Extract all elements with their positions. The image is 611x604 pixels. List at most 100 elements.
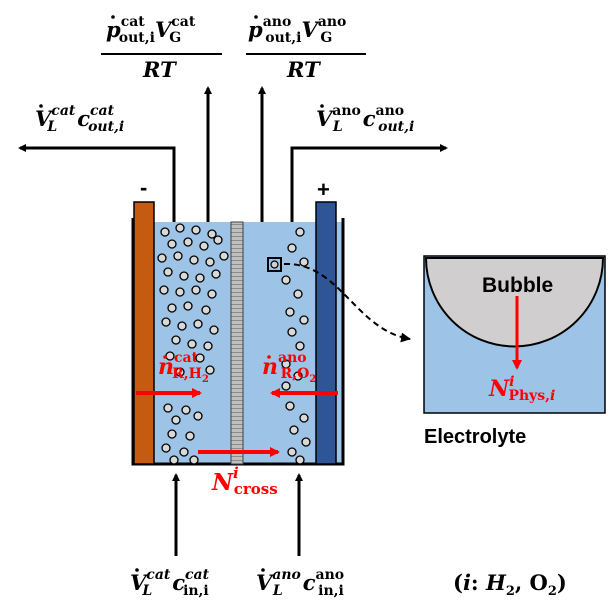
- gas-bubble: [219, 251, 229, 261]
- gas-bubble: [295, 227, 305, 237]
- gas-bubble: [189, 255, 199, 265]
- svg-text:(i: H2, O2): (i: H2, O2): [453, 570, 567, 599]
- gas-bubble: [185, 431, 195, 441]
- gas-bubble: [167, 239, 177, 249]
- gas-bubble: [179, 447, 189, 457]
- gas-bubble: [293, 371, 303, 381]
- gas-bubble: [285, 401, 295, 411]
- gas-bubble: [171, 335, 181, 345]
- gas-bubble: [205, 257, 215, 267]
- cathode-electrode: [133, 201, 155, 465]
- gas-bubble: [163, 267, 173, 277]
- gas-bubble: [175, 367, 185, 377]
- cathode-liquid-outflow-arrow: [18, 144, 176, 222]
- gas-bubble: [281, 381, 291, 391]
- gas-bubble: [191, 285, 201, 295]
- gas-bubble: [293, 289, 303, 299]
- gas-bubble: [177, 321, 187, 331]
- zoom-connector: [267, 257, 411, 343]
- gas-bubble: [189, 455, 199, 465]
- gas-bubble: [175, 223, 185, 233]
- gas-bubble: [160, 227, 170, 237]
- zoom-dashed-line: [283, 262, 411, 343]
- anode-electrode: [315, 201, 337, 465]
- membrane: [230, 221, 244, 465]
- gas-bubble: [157, 253, 167, 263]
- gas-bubble: [161, 317, 171, 327]
- gas-bubble: [173, 251, 183, 261]
- gas-bubble: [183, 301, 193, 311]
- svg-text:RT: RT: [286, 57, 321, 82]
- anode-liquid-outflow-arrow: [290, 144, 448, 222]
- gas-bubble: [163, 403, 173, 413]
- gas-bubble: [209, 325, 219, 335]
- gas-bubble: [295, 455, 305, 465]
- gas-bubble: [199, 241, 209, 251]
- gas-bubble: [299, 413, 309, 423]
- gas-bubble: [207, 229, 217, 239]
- reaction-flux-arrows: [136, 388, 338, 457]
- gas-bubble: [299, 257, 309, 267]
- gas-bubble: [281, 275, 291, 285]
- gas-bubble: [301, 437, 311, 447]
- gas-bubble: [195, 353, 205, 363]
- gas-bubble: [287, 327, 297, 337]
- inset-bubble-label: Bubble: [482, 274, 553, 297]
- gas-bubble: [205, 365, 215, 375]
- gas-bubble: [295, 341, 305, 351]
- gas-bubble: [171, 415, 181, 425]
- gas-bubble: [179, 271, 189, 281]
- gas-bubble: [299, 315, 309, 325]
- gas-bubble: [175, 287, 185, 297]
- species-note: (i: H2, O2): [453, 570, 567, 599]
- gas-bubble: [191, 225, 201, 235]
- gas-bubble: [201, 305, 211, 315]
- gas-bubble: [181, 405, 191, 415]
- gas-bubble: [167, 303, 177, 313]
- svg-text:RT: RT: [142, 57, 177, 82]
- gas-bubbles: [157, 223, 311, 465]
- anode-sign: +: [317, 177, 330, 202]
- gas-bubble: [281, 359, 291, 369]
- zoom-box: [267, 257, 282, 272]
- gas-bubble: [169, 455, 179, 465]
- gas-bubble: [183, 237, 193, 247]
- gas-bubble: [289, 425, 299, 435]
- gas-bubble: [213, 235, 223, 245]
- inset-caption: Electrolyte: [424, 426, 526, 448]
- cathode-sign: -: [140, 175, 147, 200]
- rate-dots: [39, 15, 324, 572]
- zoom-bubble: [270, 260, 279, 269]
- gas-bubble: [195, 273, 205, 283]
- gas-bubble: [211, 269, 221, 279]
- gas-bubble: [187, 339, 197, 349]
- gas-bubble: [287, 243, 297, 253]
- gas-bubble: [161, 443, 171, 453]
- gas-bubble: [167, 429, 177, 439]
- gas-bubble: [285, 307, 295, 317]
- gas-bubble: [193, 319, 203, 329]
- flow-arrows: [18, 86, 448, 556]
- gas-bubble: [203, 341, 213, 351]
